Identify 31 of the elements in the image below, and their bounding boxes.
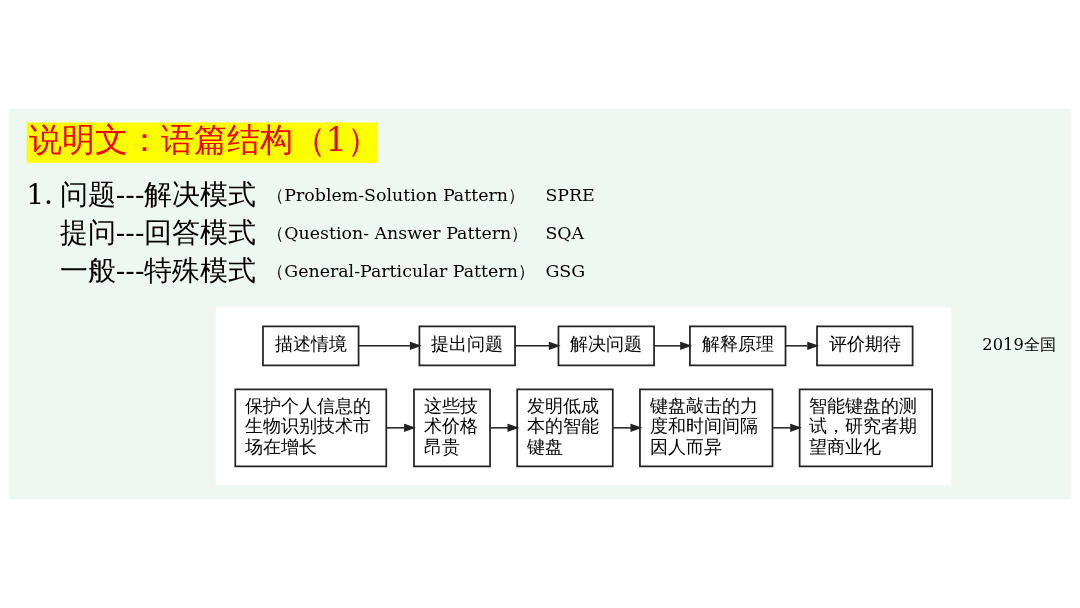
arrow — [653, 341, 692, 350]
node-box: 键盘敲击的力度和时间间隔因人而异 — [639, 388, 774, 468]
label: GSG — [545, 261, 586, 282]
node-box: 保护个人信息的生物识别技术市场在增长 — [234, 388, 388, 468]
arrow — [358, 341, 422, 350]
label: 问题---解决模式 — [59, 177, 257, 211]
arrow — [489, 423, 520, 432]
node-box: 这些技术价格昂贵 — [413, 388, 491, 468]
node-box: 发明低成本的智能键盘 — [516, 388, 614, 468]
node-box: 解释原理 — [689, 325, 787, 367]
node-box: 提出问题 — [418, 325, 516, 367]
label: SQA — [545, 223, 585, 244]
arrow — [612, 423, 643, 432]
label: SPRE — [545, 185, 595, 206]
node-box: 评价期待 — [816, 325, 914, 367]
cluster — [214, 306, 953, 487]
label: 一般---特殊模式 — [59, 253, 257, 287]
arrow — [785, 341, 820, 350]
label: 2019全国 — [982, 334, 1056, 354]
arrow — [385, 423, 416, 432]
label: （Problem-Solution Pattern） — [267, 185, 525, 206]
node-box: 解决问题 — [557, 325, 655, 367]
label: 1. — [26, 177, 54, 211]
arrow — [514, 341, 561, 350]
label: （Question- Answer Pattern） — [267, 223, 529, 244]
arrow — [771, 423, 802, 432]
diagram-title: 说明文：语篇结构（1） — [28, 120, 380, 159]
node-box: 智能键盘的测试，研究者期望商业化 — [798, 388, 934, 468]
node-box: 描述情境 — [262, 325, 360, 367]
label: （General-Particular Pattern） — [267, 261, 535, 282]
label: 提问---回答模式 — [59, 215, 257, 249]
